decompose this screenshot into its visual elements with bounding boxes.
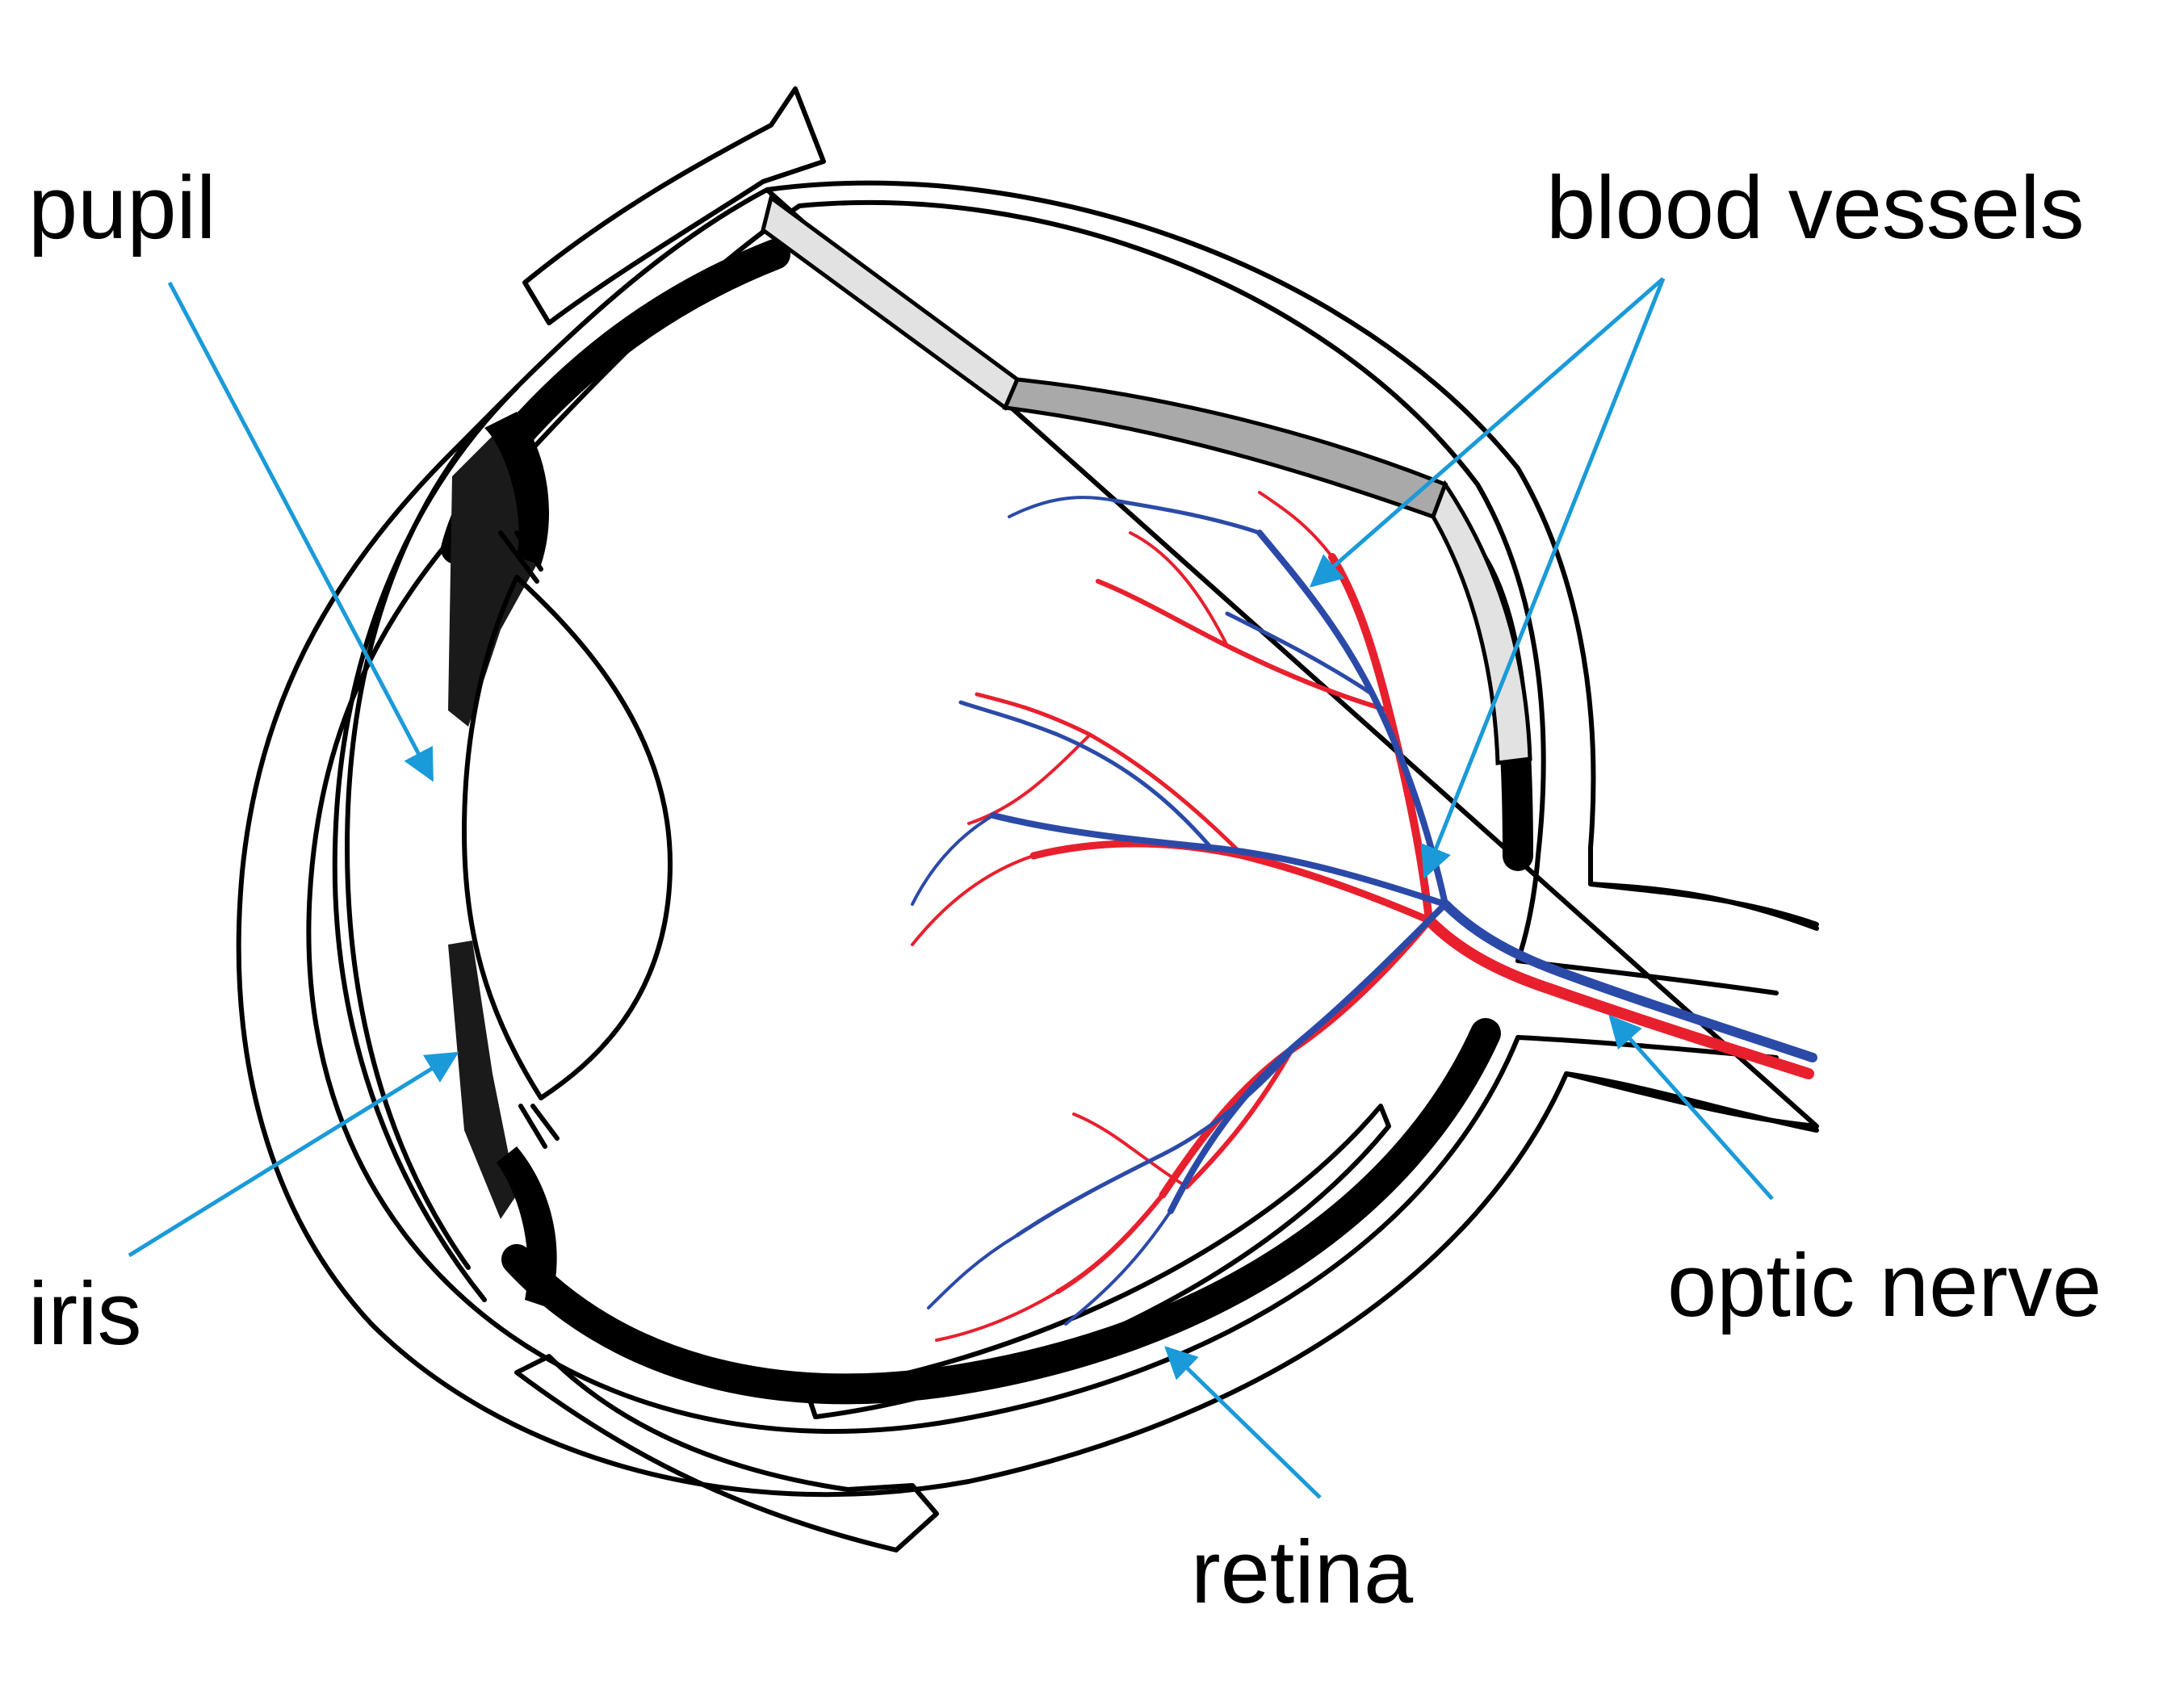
retina-lower-flap bbox=[805, 1104, 1391, 1419]
diagram-labels: pupil blood vessels iris optic nerve ret… bbox=[28, 158, 2102, 1622]
choroid-band bbox=[441, 239, 1533, 1405]
zonule-upper bbox=[498, 530, 543, 584]
artery-branch-8 bbox=[911, 733, 1092, 946]
optic-nerve-sheath bbox=[1564, 882, 1819, 1133]
artery-branch-6 bbox=[1055, 1047, 1294, 1294]
label-pupil: pupil bbox=[28, 158, 216, 258]
pointer-lines bbox=[128, 277, 1774, 1499]
iris-lower bbox=[448, 941, 517, 1219]
veins bbox=[911, 496, 1817, 1326]
sclera-band-segment-lower bbox=[1431, 480, 1532, 765]
vein-branch-2 bbox=[990, 812, 1448, 907]
blood-vessels-pointer-1 bbox=[1309, 277, 1665, 588]
vein-trunk bbox=[1440, 899, 1817, 1062]
optic-nerve-pointer bbox=[1608, 1015, 1774, 1200]
zonule-lower bbox=[518, 1104, 560, 1149]
sclera-band-segment-upper bbox=[761, 194, 1021, 411]
label-blood-vessels: blood vessels bbox=[1546, 158, 2085, 258]
retina-pointer bbox=[1164, 1346, 1322, 1499]
ciliary-body-upper bbox=[484, 412, 549, 565]
sclera-band-segment-middle bbox=[1002, 377, 1448, 520]
vein-branch-8 bbox=[927, 496, 1116, 1309]
retinal-blood-vessels bbox=[911, 491, 1817, 1342]
vein-branch-6 bbox=[1015, 1039, 1302, 1238]
label-optic-nerve: optic nerve bbox=[1667, 1236, 2102, 1335]
vein-branch-4 bbox=[1112, 498, 1375, 697]
artery-branch-9 bbox=[935, 1112, 1188, 1342]
label-retina: retina bbox=[1191, 1523, 1414, 1622]
vein-branch-5 bbox=[958, 700, 1214, 850]
vein-branch-7 bbox=[911, 814, 1172, 1326]
eyelid-flap-bottom bbox=[514, 1354, 939, 1552]
cornea-inner bbox=[345, 417, 487, 1270]
ciliary-body-lower bbox=[497, 1146, 557, 1308]
eyeball-illustration bbox=[236, 86, 1819, 1552]
artery-trunk bbox=[1423, 915, 1814, 1079]
lens bbox=[462, 575, 673, 1100]
pupil-pointer bbox=[167, 281, 434, 782]
label-iris: iris bbox=[28, 1264, 142, 1364]
artery-branch-5 bbox=[975, 692, 1246, 858]
blood-vessels-pointer-2 bbox=[1420, 278, 1666, 879]
artery-branch-7 bbox=[1129, 491, 1334, 647]
eyelid-flap-top bbox=[522, 86, 826, 325]
sclera-inner-outline bbox=[306, 199, 1546, 1434]
iris-pointer bbox=[128, 1051, 459, 1258]
